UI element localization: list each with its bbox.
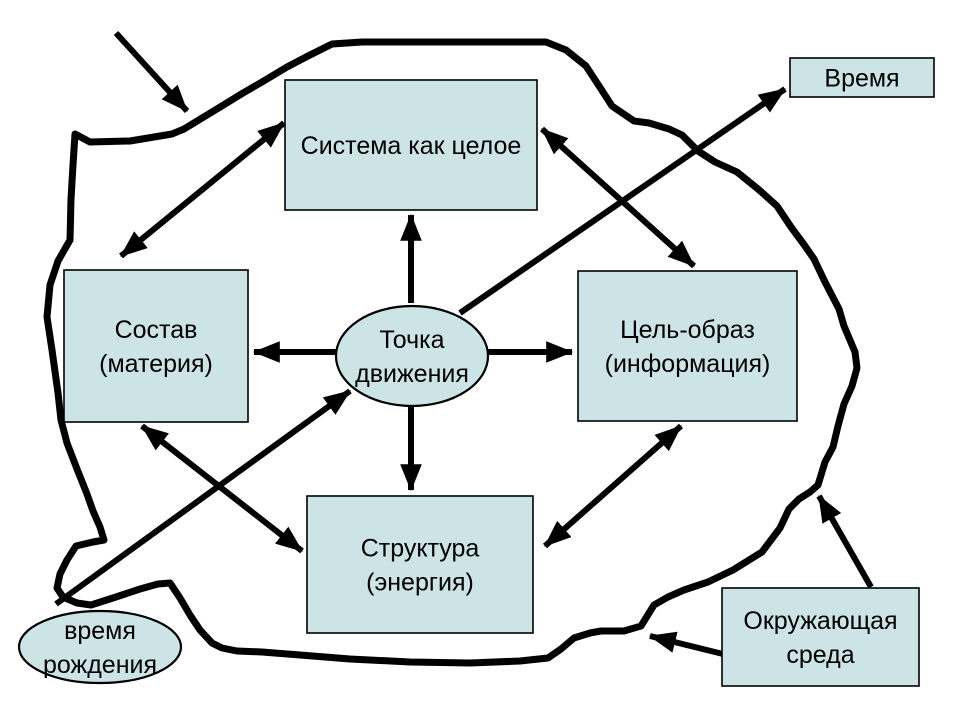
arrow-system-goal-image-link	[539, 126, 697, 269]
arrow-birth-time-to-point	[54, 388, 352, 607]
node-birth-time-label: время	[64, 617, 136, 645]
node-structure-label: (энергия)	[366, 569, 474, 597]
arrow-composition-structure-link	[140, 423, 304, 554]
node-time	[789, 57, 935, 98]
arrow-environment-into-boundary-right	[816, 494, 874, 589]
arrow-environment-into-boundary-bottom	[648, 631, 724, 657]
node-environment-label: среда	[786, 641, 854, 669]
arrow-system-composition-link	[119, 120, 286, 259]
node-environment-label: Окружающая	[743, 607, 897, 635]
arrow-goal-image-structure-link	[543, 423, 683, 549]
node-structure	[306, 495, 534, 634]
node-movement-point-label: Точка	[379, 326, 444, 354]
node-time-label: Время	[824, 65, 899, 93]
arrow-point-to-time	[458, 86, 787, 316]
system-boundary-outline	[43, 38, 861, 667]
node-goal-image-label: (информация)	[605, 350, 771, 378]
node-goal-image-label: Цель-образ	[620, 316, 755, 344]
node-birth-time	[17, 609, 183, 685]
node-environment	[721, 587, 920, 687]
node-structure-label: Структура	[361, 535, 480, 563]
node-movement-point	[334, 304, 490, 408]
node-composition	[63, 269, 249, 423]
node-composition-label: (материя)	[99, 350, 213, 378]
node-system-as-whole	[284, 79, 538, 211]
arrow-external-into-boundary-topleft	[113, 30, 190, 114]
node-movement-point-label: движения	[355, 360, 469, 388]
node-birth-time-label: рождения	[43, 651, 157, 679]
node-goal-image	[577, 270, 798, 422]
node-system-as-whole-label: Система как целое	[301, 132, 522, 160]
node-composition-label: Состав	[115, 316, 198, 344]
